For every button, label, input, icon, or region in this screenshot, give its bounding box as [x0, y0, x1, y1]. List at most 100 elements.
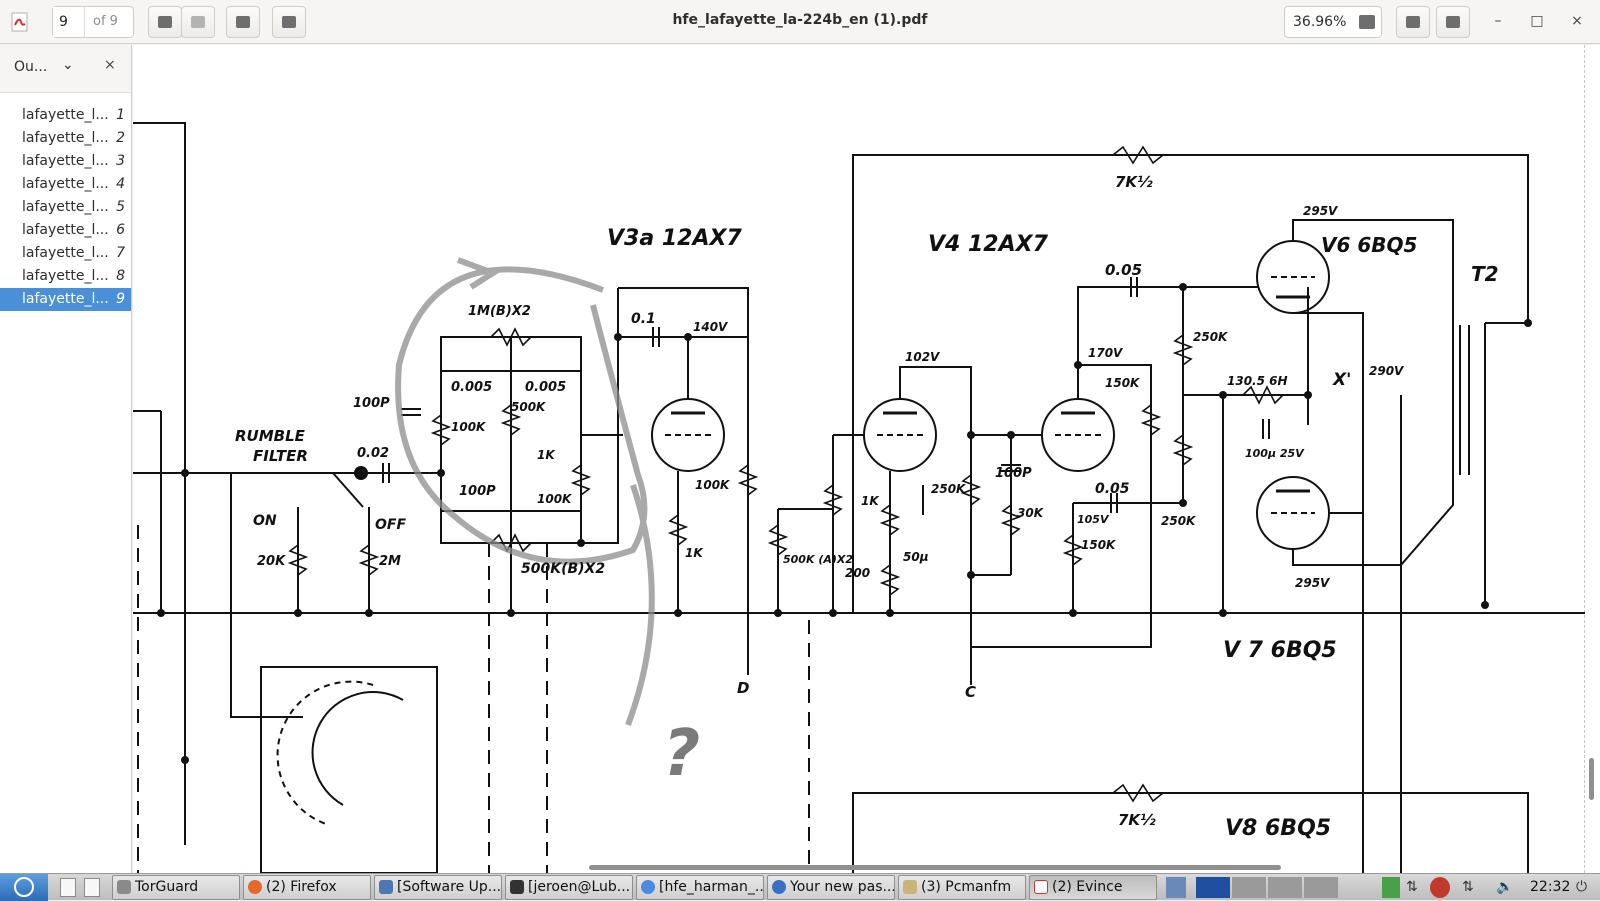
label-x1: X' [1332, 370, 1351, 390]
label-105v: 105V [1077, 513, 1110, 526]
outline-item[interactable]: lafayette_l...7 [22, 245, 125, 261]
sidebar: Ou... ⌄ × lafayette_l...1 lafayette_l...… [0, 45, 132, 873]
outline-item[interactable]: lafayette_l...4 [22, 176, 125, 192]
label-150k-b: 150K [1081, 538, 1117, 552]
label-500k-a: 500K (A)X2 [783, 553, 853, 566]
chevron-down-icon[interactable]: ⌄ [62, 57, 74, 73]
header-bar: of 9 hfe_lafayette_la-224b_en (1).pdf 36… [0, 0, 1600, 44]
label-50u: 50μ [903, 550, 929, 564]
next-page-icon [191, 16, 205, 28]
label-d: D [737, 679, 749, 697]
transformer-label: T2 [1471, 262, 1499, 286]
tube-label-v4: V4 12AX7 [928, 232, 1049, 257]
workspace-1[interactable] [1196, 877, 1230, 898]
outline-item[interactable]: lafayette_l...1 [22, 107, 125, 123]
evince-app-icon [11, 12, 28, 32]
outline-item-selected[interactable]: lafayette_l...9 [0, 288, 131, 311]
label-005-b: 0.05 [1095, 481, 1130, 497]
task-evince[interactable]: (2) Evince [1029, 875, 1157, 900]
label-100p-b: 100P [459, 484, 496, 499]
label-170v: 170V [1088, 346, 1124, 360]
label-290v: 290V [1369, 364, 1405, 378]
schematic-page: V3a 12AX7 V4 12AX7 V6 6BQ5 V 7 6BQ5 V8 6… [133, 122, 1585, 873]
workspace-2[interactable] [1232, 877, 1266, 898]
annotate-icon [282, 16, 296, 28]
sidebar-header: Ou... ⌄ × [0, 45, 131, 93]
label-c002: 0.02 [357, 446, 389, 461]
file-manager-launcher-icon[interactable] [84, 878, 100, 897]
updates-icon[interactable]: ⇅ [1462, 879, 1474, 895]
vertical-scrollbar[interactable] [1589, 758, 1594, 800]
sidebar-close-icon[interactable]: × [104, 57, 116, 73]
vpn-status-icon[interactable] [1430, 877, 1450, 898]
sidebar-mode-selector[interactable]: Ou... [14, 59, 48, 75]
outline-item[interactable]: lafayette_l...6 [22, 222, 125, 238]
outline-item[interactable]: lafayette_l...8 [22, 268, 125, 284]
document-title: hfe_lafayette_la-224b_en (1).pdf [672, 12, 928, 28]
desktop-pager-icon[interactable] [1166, 877, 1186, 898]
history-button[interactable] [226, 6, 260, 38]
minimize-button[interactable]: – [1494, 13, 1502, 29]
task-thunderbird[interactable]: Your new pas... [767, 875, 895, 900]
outline-item[interactable]: lafayette_l...2 [22, 130, 125, 146]
label-140v: 140V [693, 320, 729, 334]
label-off: OFF [375, 517, 406, 533]
label-1k-c: 1K [861, 494, 880, 508]
task-pcmanfm[interactable]: (3) Pcmanfm [898, 875, 1026, 900]
tube-label-v8: V8 6BQ5 [1225, 816, 1331, 841]
show-desktop-icon[interactable] [60, 878, 76, 897]
document-view[interactable]: V3a 12AX7 V4 12AX7 V6 6BQ5 V 7 6BQ5 V8 6… [133, 45, 1600, 873]
workspace-4[interactable] [1304, 877, 1338, 898]
search-button[interactable] [1396, 6, 1430, 38]
mail-icon [772, 880, 786, 894]
horizontal-scrollbar[interactable] [589, 865, 1281, 870]
network-icon[interactable]: ⇅ [1406, 879, 1418, 895]
previous-page-icon [158, 16, 172, 28]
label-7k-top: 7K½ [1115, 173, 1153, 191]
page-selector: of 9 [52, 6, 134, 38]
tube-label-v7: V 7 6BQ5 [1223, 638, 1337, 663]
maximize-button[interactable]: □ [1530, 13, 1544, 29]
label-0005-a: 0.005 [451, 380, 492, 395]
zoom-dropdown-icon[interactable] [1359, 15, 1375, 29]
label-rumble: RUMBLE [235, 427, 306, 445]
evince-icon [1034, 880, 1048, 894]
previous-page-button[interactable] [148, 6, 182, 38]
label-7k-bottom: 7K½ [1118, 811, 1156, 829]
label-2m: 2M [379, 554, 401, 569]
cpu-monitor-icon [1382, 877, 1400, 898]
label-250k-c: 250K [931, 482, 967, 496]
label-100k-c: 100K [695, 478, 731, 492]
task-torguard[interactable]: TorGuard [112, 875, 240, 900]
label-100k-b: 100K [537, 492, 573, 506]
workspace-3[interactable] [1268, 877, 1302, 898]
label-102v: 102V [905, 350, 941, 364]
updater-icon [379, 880, 393, 894]
start-menu-button[interactable] [0, 874, 48, 901]
outline-item[interactable]: lafayette_l...5 [22, 199, 125, 215]
tube-label-v6: V6 6BQ5 [1321, 233, 1417, 257]
label-200: 200 [845, 566, 870, 580]
task-terminal[interactable]: [jeroen@Lub... [505, 875, 633, 900]
menu-button[interactable] [1436, 6, 1470, 38]
search-icon [1406, 16, 1420, 28]
label-1m: 1M(B)X2 [468, 304, 531, 319]
volume-icon[interactable]: 🔈 [1496, 879, 1514, 895]
start-icon [14, 877, 34, 897]
page-number-input[interactable] [53, 7, 85, 37]
label-295v-a: 295V [1303, 204, 1339, 218]
task-chrome[interactable]: [hfe_harman_... [636, 875, 764, 900]
task-firefox[interactable]: (2) Firefox [243, 875, 371, 900]
annotate-button[interactable] [272, 6, 306, 38]
task-software-updater[interactable]: [Software Up... [374, 875, 502, 900]
firefox-icon [248, 880, 262, 894]
outline-item[interactable]: lafayette_l...3 [22, 153, 125, 169]
close-button[interactable]: × [1571, 13, 1583, 29]
power-icon[interactable]: ⏻ [1576, 879, 1588, 895]
label-30k: 30K [1017, 506, 1045, 520]
clock[interactable]: 22:32 [1530, 879, 1571, 895]
label-295v-b: 295V [1295, 576, 1331, 590]
zoom-selector[interactable]: 36.96% [1284, 6, 1382, 38]
next-page-button[interactable] [181, 6, 215, 38]
label-005-a: 0.05 [1105, 261, 1142, 279]
